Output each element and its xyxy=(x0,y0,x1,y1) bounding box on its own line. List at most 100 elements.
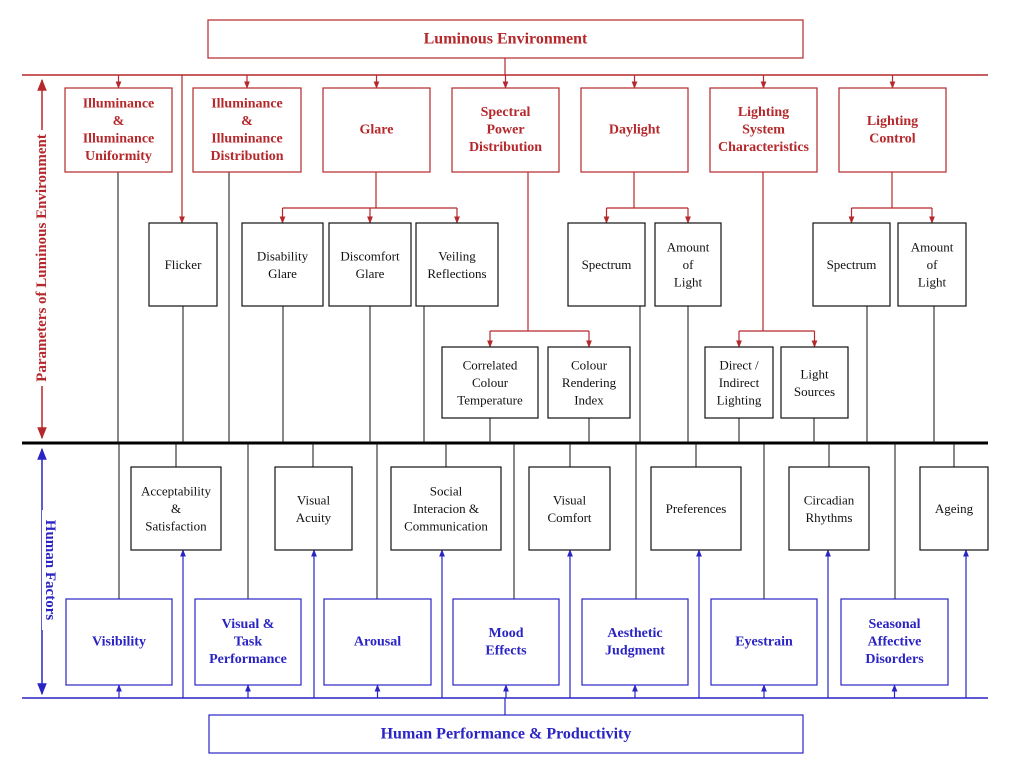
outcome-eyestrain-label: Eyestrain xyxy=(735,635,793,650)
factor-visual-acuity-label: Acuity xyxy=(296,510,332,525)
factor-preferences-label: Preferences xyxy=(666,501,727,516)
param-lighting-system xyxy=(709,87,818,173)
outcome-visibility xyxy=(65,598,173,686)
factor-acceptability-label: Acceptability xyxy=(141,484,212,499)
param-spectral-power-distribution xyxy=(451,87,560,173)
outcome-mood-effects-label: Mood xyxy=(489,626,524,641)
factor-visual-comfort-label: Visual xyxy=(553,492,587,507)
sub-control-amount-label: Amount xyxy=(911,240,954,255)
param-illuminance-distribution-label: Illuminance xyxy=(211,131,283,146)
outcome-visual-task-performance-label: Performance xyxy=(209,652,287,667)
factor-visual-acuity xyxy=(274,466,353,551)
sub-direct-indirect xyxy=(704,346,774,419)
sub-control-spectrum-label: Spectrum xyxy=(827,257,877,272)
sub-control-amount-label: of xyxy=(927,257,939,272)
sub-flicker xyxy=(148,222,218,307)
outcome-arousal xyxy=(323,598,432,686)
param-illuminance-uniformity-label: & xyxy=(113,114,125,129)
sub-cct-label: Temperature xyxy=(457,393,523,408)
sub-cri-label: Rendering xyxy=(562,375,617,390)
sub-daylight-amount-label: Light xyxy=(674,275,703,290)
bottom-title-box xyxy=(208,714,804,754)
sub-daylight-spectrum-label: Spectrum xyxy=(582,257,632,272)
sub-flicker-label: Flicker xyxy=(165,257,202,272)
factor-visual-acuity-label: Visual xyxy=(297,492,331,507)
param-glare-label: Glare xyxy=(360,123,394,138)
factor-visual-comfort xyxy=(528,466,611,551)
param-spectral-power-distribution-label: Power xyxy=(486,123,524,138)
sub-disability-glare-label: Disability xyxy=(257,248,309,263)
sub-veiling-reflections-label: Reflections xyxy=(427,266,486,281)
outcome-aesthetic-judgment-label: Aesthetic xyxy=(607,626,662,641)
factor-social-interaction-label: Interacion & xyxy=(413,501,479,516)
diagram-boxes xyxy=(34,19,989,754)
param-lighting-control-label: Lighting xyxy=(867,114,918,129)
factor-social-interaction-label: Communication xyxy=(404,519,488,534)
factor-circadian-rhythms xyxy=(788,466,870,551)
sub-disability-glare-label: Glare xyxy=(268,266,297,281)
param-lighting-control-label: Control xyxy=(869,131,916,146)
param-illuminance-uniformity xyxy=(64,87,173,173)
sub-control-amount xyxy=(897,222,967,307)
param-illuminance-uniformity-label: Uniformity xyxy=(85,149,152,164)
sub-cct-label: Colour xyxy=(472,375,509,390)
side-label-backing xyxy=(34,130,50,386)
outcome-eyestrain xyxy=(710,598,818,686)
sub-direct-indirect-label: Indirect xyxy=(719,375,760,390)
sub-light-sources-label: Sources xyxy=(794,384,835,399)
outcome-aesthetic-judgment-label: Judgment xyxy=(605,643,665,658)
outcome-visual-task-performance-label: Visual & xyxy=(222,617,275,632)
factor-acceptability-label: Satisfaction xyxy=(145,519,207,534)
param-illuminance-uniformity-label: Illuminance xyxy=(83,131,155,146)
sub-daylight-amount-label: of xyxy=(683,257,695,272)
param-lighting-system-label: Lighting xyxy=(738,105,789,120)
side-label-human-factors: Human Factors xyxy=(42,520,58,621)
factor-visual-comfort-label: Comfort xyxy=(547,510,591,525)
factor-ageing-label: Ageing xyxy=(935,501,974,516)
sub-control-amount-label: Light xyxy=(918,275,947,290)
sub-veiling-reflections-label: Veiling xyxy=(438,248,476,263)
sub-cri-label: Index xyxy=(574,393,604,408)
param-lighting-system-label: System xyxy=(742,123,785,138)
factor-ageing xyxy=(919,466,989,551)
param-illuminance-uniformity-label: Illuminance xyxy=(83,96,155,111)
outcome-mood-effects-label: Effects xyxy=(485,643,527,658)
sub-cct xyxy=(441,346,539,419)
factor-preferences xyxy=(650,466,742,551)
sub-daylight-amount xyxy=(654,222,722,307)
factor-acceptability-label: & xyxy=(171,501,181,516)
param-illuminance-distribution-label: & xyxy=(241,114,253,129)
outcome-aesthetic-judgment xyxy=(581,598,689,686)
outcome-seasonal-affective-disorders xyxy=(840,598,949,686)
outcome-seasonal-affective-disorders-label: Seasonal xyxy=(868,617,920,632)
factor-social-interaction xyxy=(390,466,502,551)
param-illuminance-distribution-label: Distribution xyxy=(210,149,283,164)
title-box xyxy=(207,19,804,59)
sub-discomfort-glare xyxy=(328,222,412,307)
factor-circadian-rhythms-label: Rhythms xyxy=(806,510,853,525)
sub-direct-indirect-label: Direct / xyxy=(719,358,759,373)
sub-direct-indirect-label: Lighting xyxy=(717,393,762,408)
factor-acceptability xyxy=(130,466,222,551)
side-label-parameters: Parameters of Luminous Environment xyxy=(34,134,50,382)
sub-daylight-spectrum xyxy=(567,222,646,307)
param-daylight xyxy=(580,87,689,173)
factor-circadian-rhythms-label: Circadian xyxy=(804,492,855,507)
sub-control-spectrum xyxy=(812,222,891,307)
param-spectral-power-distribution-label: Distribution xyxy=(469,140,542,155)
title-box-label: Luminous Environment xyxy=(424,31,588,48)
param-lighting-system-label: Characteristics xyxy=(718,140,810,155)
sub-light-sources xyxy=(780,346,849,419)
sub-disability-glare xyxy=(241,222,324,307)
sub-cri-label: Colour xyxy=(571,358,608,373)
param-glare xyxy=(322,87,431,173)
sub-light-sources-label: Light xyxy=(800,366,829,381)
param-illuminance-distribution xyxy=(192,87,302,173)
outcome-seasonal-affective-disorders-label: Disorders xyxy=(865,652,924,667)
outcome-arousal-label: Arousal xyxy=(354,635,401,650)
side-label-backing xyxy=(42,510,58,630)
sub-discomfort-glare-label: Discomfort xyxy=(340,248,400,263)
param-lighting-control xyxy=(838,87,947,173)
sub-discomfort-glare-label: Glare xyxy=(356,266,385,281)
